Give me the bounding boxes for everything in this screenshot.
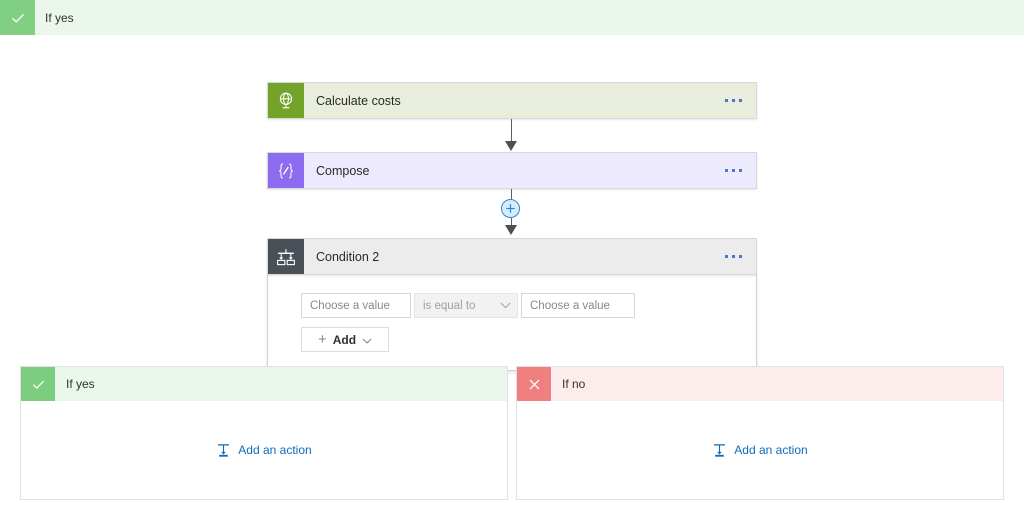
add-an-action-button-if-yes[interactable]: Add an action	[216, 443, 312, 458]
add-action-icon	[216, 443, 231, 458]
branch-header-if-no: If no	[517, 367, 1003, 401]
action-card-title: Calculate costs	[316, 93, 401, 108]
globe-http-icon	[268, 83, 304, 118]
top-branch-label: If yes	[45, 10, 74, 25]
condition-editor-panel: Choose a value is equal to Choose a valu…	[267, 275, 757, 371]
close-x-icon	[517, 367, 551, 401]
add-condition-button[interactable]: + Add	[301, 327, 389, 352]
connector-arrow-icon	[505, 141, 517, 151]
flow-connector-with-insert	[267, 189, 757, 238]
condition-operator-value: is equal to	[423, 299, 476, 312]
add-action-label: Add an action	[238, 443, 312, 457]
branch-panel-if-yes: If yes Add an action	[20, 366, 508, 500]
top-branch-header: If yes	[0, 0, 1024, 35]
condition-operator-dropdown[interactable]: is equal to	[414, 293, 518, 318]
branch-panels: If yes Add an action	[20, 366, 1004, 500]
ellipsis-menu-icon[interactable]	[725, 83, 756, 118]
condition-branch-icon	[268, 239, 304, 274]
ellipsis-menu-icon[interactable]	[725, 239, 756, 274]
branch-header-if-yes: If yes	[21, 367, 507, 401]
connector-line	[511, 218, 512, 228]
branch-label: If no	[562, 377, 586, 391]
action-card-condition-2[interactable]: Condition 2	[267, 238, 757, 275]
action-card-compose[interactable]: Compose	[267, 152, 757, 189]
action-card-title: Compose	[316, 163, 370, 178]
check-icon	[0, 0, 35, 35]
flow-column: Calculate costs Compose	[267, 82, 757, 371]
condition-row: Choose a value is equal to Choose a valu…	[301, 293, 756, 318]
add-action-label: Add an action	[734, 443, 808, 457]
add-an-action-button-if-no[interactable]: Add an action	[712, 443, 808, 458]
add-action-icon	[712, 443, 727, 458]
condition-left-value-input[interactable]: Choose a value	[301, 293, 411, 318]
connector-line	[511, 189, 512, 200]
check-icon	[21, 367, 55, 401]
plus-circle-icon[interactable]	[501, 199, 520, 218]
branch-body-if-yes: Add an action	[21, 401, 507, 499]
ellipsis-menu-icon[interactable]	[725, 153, 756, 188]
branch-body-if-no: Add an action	[517, 401, 1003, 499]
connector-arrow-icon	[505, 225, 517, 235]
branch-label: If yes	[66, 377, 95, 391]
chevron-down-icon	[362, 333, 372, 347]
action-card-title: Condition 2	[316, 249, 380, 264]
branch-panel-if-no: If no Add an action	[516, 366, 1004, 500]
flow-connector	[267, 119, 757, 152]
add-condition-label: Add	[332, 332, 357, 347]
chevron-down-icon	[500, 300, 511, 312]
plus-icon: +	[317, 331, 327, 348]
action-card-calculate-costs[interactable]: Calculate costs	[267, 82, 757, 119]
condition-right-value-input[interactable]: Choose a value	[521, 293, 635, 318]
connector-line	[511, 119, 512, 144]
compose-braces-icon	[268, 153, 304, 188]
